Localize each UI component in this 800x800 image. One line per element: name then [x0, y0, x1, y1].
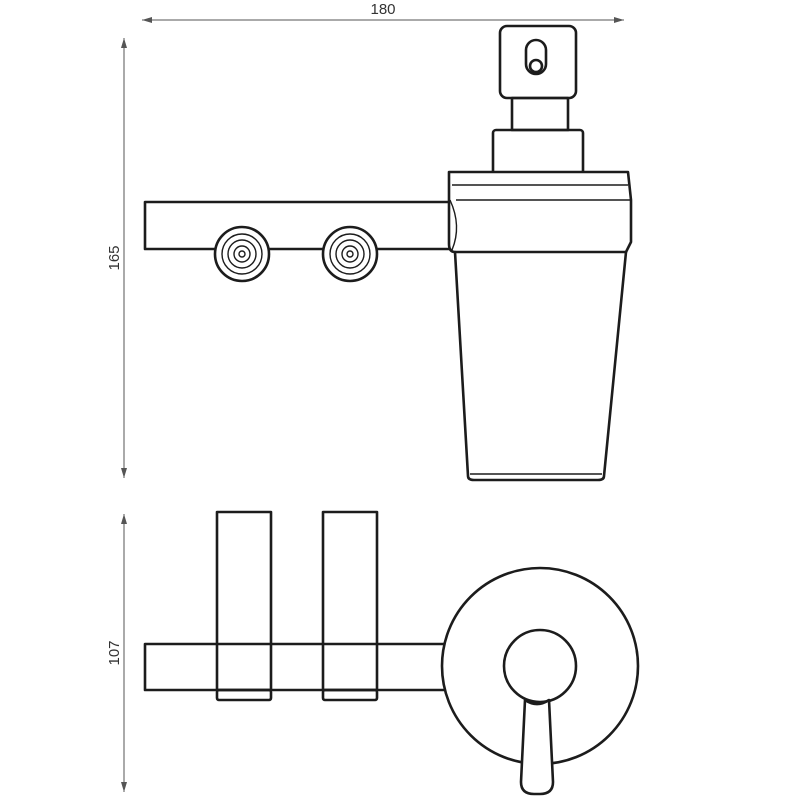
glass-container: [453, 250, 628, 482]
arm-bar: [143, 642, 452, 692]
front-height-dimension: 165: [106, 38, 127, 478]
pump-head: [491, 24, 585, 176]
screw-head-right: [321, 225, 379, 283]
top-height-dimension: 107: [106, 514, 127, 792]
width-dimension-label: 180: [370, 1, 395, 18]
width-dimension: 180: [142, 1, 624, 23]
screw-head-left: [213, 225, 271, 283]
holder-ring: [447, 170, 633, 254]
post-right: [321, 510, 379, 702]
front-height-dimension-label: 165: [106, 245, 123, 270]
top-view: [143, 510, 640, 796]
wall-rosette: [440, 566, 640, 796]
post-left: [215, 510, 273, 702]
wall-bar: [143, 200, 452, 251]
top-height-dimension-label: 107: [106, 640, 123, 665]
front-view: [143, 24, 633, 482]
